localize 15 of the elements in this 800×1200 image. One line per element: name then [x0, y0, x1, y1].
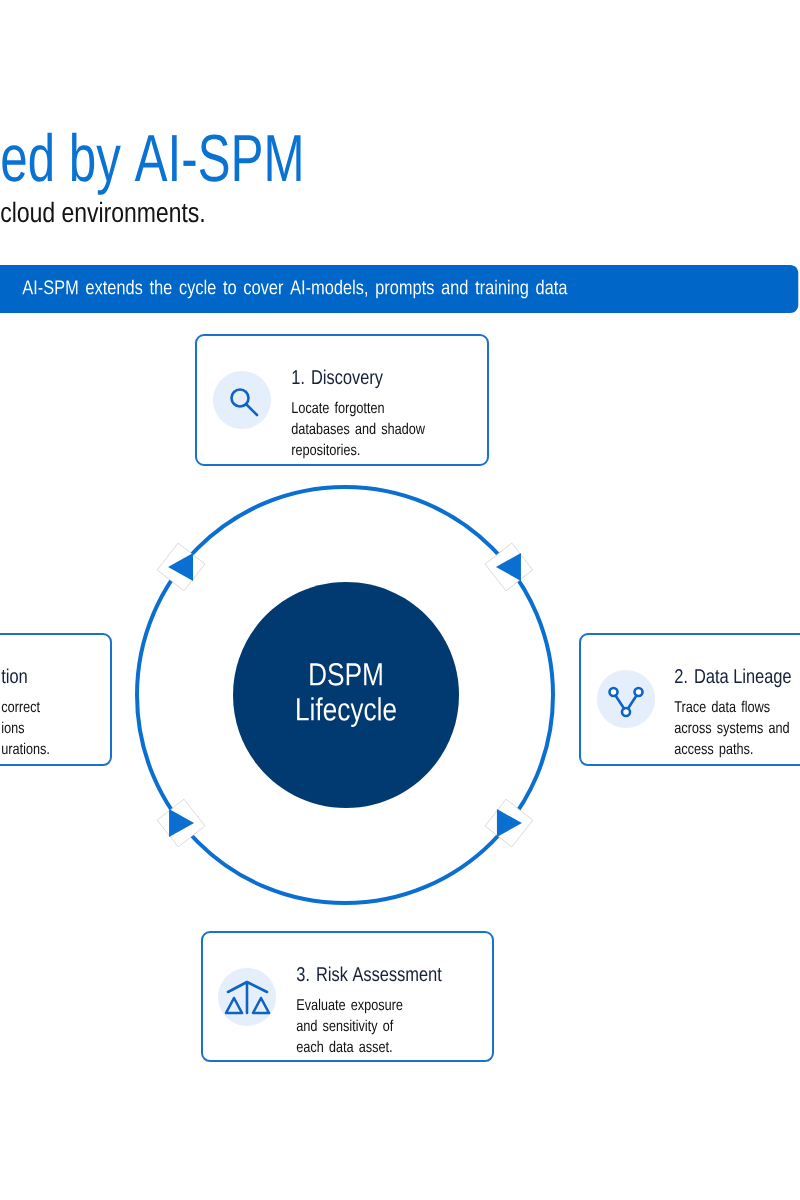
card-title: 1. Discovery	[292, 369, 383, 389]
card-title: 3. Risk Assessment	[296, 966, 442, 982]
card-text: correct ions urations.	[1, 702, 49, 755]
card-text: Locate forgotten databases and shadow repositories.	[291, 401, 425, 459]
card-text: Trace data flows across systems and access paths.	[674, 700, 789, 758]
curved-arrow	[135, 485, 346, 696]
subtitle: cloud environments.	[1, 201, 204, 223]
card-text: Evaluate exposure and sensitivity of each data asset.	[296, 998, 403, 1053]
curved-arrow	[135, 694, 346, 905]
curved-arrow	[344, 485, 555, 696]
curved-arrow	[344, 694, 555, 905]
page-title: ed by AI-SPM	[2, 132, 301, 195]
card-title: tion	[1, 668, 27, 684]
banner: AI-SPM extends the cycle to cover AI-models, prompts and training data	[0, 265, 799, 313]
card-title: 2. Data Lineage	[675, 668, 791, 688]
